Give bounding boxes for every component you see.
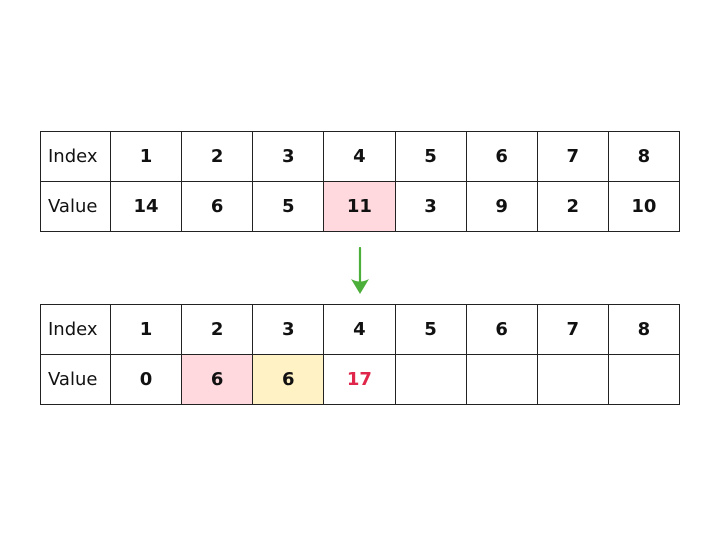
- index-cell: 1: [109, 131, 183, 182]
- index-cell: 6: [465, 131, 538, 182]
- input-array-table: Index 1 2 3 4 5 6 7 8 Value 14 6 5 11 3 …: [40, 131, 681, 232]
- empty-value-cell: [394, 354, 467, 405]
- arrow-head: [351, 279, 369, 294]
- index-cell: 7: [536, 304, 609, 355]
- highlighted-value-cell: 11: [323, 181, 396, 232]
- result-array-table: Index 1 2 3 4 5 6 7 8 Value 0 6 6 17: [40, 304, 681, 405]
- index-row: Index 1 2 3 4 5 6 7 8: [40, 304, 681, 355]
- new-value-cell: 17: [323, 354, 396, 405]
- empty-value-cell: [536, 354, 609, 405]
- index-row-label: Index: [40, 131, 111, 182]
- value-cell: 9: [465, 181, 538, 232]
- index-cell: 8: [607, 304, 681, 355]
- highlighted-value-cell: 6: [252, 354, 325, 405]
- index-cell: 4: [323, 304, 396, 355]
- index-cell: 5: [394, 131, 467, 182]
- index-cell: 1: [109, 304, 183, 355]
- index-cell: 4: [323, 131, 396, 182]
- index-cell: 5: [394, 304, 467, 355]
- value-cell: 14: [109, 181, 183, 232]
- value-cell: 3: [394, 181, 467, 232]
- index-row: Index 1 2 3 4 5 6 7 8: [40, 131, 681, 182]
- index-cell: 8: [607, 131, 681, 182]
- value-row-label: Value: [40, 354, 111, 405]
- value-row: Value 14 6 5 11 3 9 2 10: [40, 181, 681, 232]
- index-cell: 7: [536, 131, 609, 182]
- index-cell: 3: [252, 131, 325, 182]
- index-cell: 6: [465, 304, 538, 355]
- value-cell: 6: [181, 181, 254, 232]
- highlighted-value-cell: 6: [181, 354, 254, 405]
- value-cell: 5: [252, 181, 325, 232]
- value-cell: 10: [607, 181, 681, 232]
- value-row-label: Value: [40, 181, 111, 232]
- value-cell: 2: [536, 181, 609, 232]
- value-row: Value 0 6 6 17: [40, 354, 681, 405]
- index-cell: 2: [181, 131, 254, 182]
- index-row-label: Index: [40, 304, 111, 355]
- empty-value-cell: [465, 354, 538, 405]
- index-cell: 2: [181, 304, 254, 355]
- down-arrow-icon: [351, 247, 369, 294]
- index-cell: 3: [252, 304, 325, 355]
- value-cell: 0: [109, 354, 183, 405]
- empty-value-cell: [607, 354, 681, 405]
